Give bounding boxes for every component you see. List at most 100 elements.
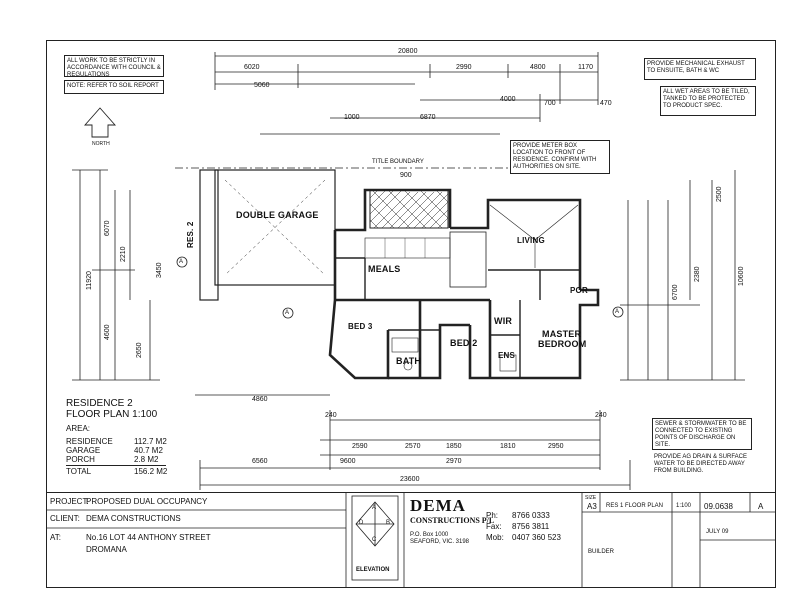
dim-bottom-e: 2570 (405, 443, 421, 450)
area-row-residence: RESIDENCE 112.7 M2 (66, 437, 176, 446)
note-meter-box: PROVIDE METER BOX LOCATION TO FRONT OF R… (510, 140, 610, 174)
dim-bottom-c: 2970 (446, 458, 462, 465)
elevation-label: ELEVATION (356, 567, 390, 573)
area-value: 40.7 M2 (134, 446, 163, 455)
room-master-line2: BEDROOM (538, 339, 587, 349)
dim-bottom-j: 4860 (252, 396, 268, 403)
builder-label: BUILDER (588, 549, 615, 555)
dim-left-e: 3450 (156, 262, 163, 278)
dim-top-g: 700 (544, 100, 556, 107)
sheet-border (46, 40, 776, 588)
dim-top-j: 6870 (420, 114, 436, 121)
company-address: P.O. Box 1000 SEAFORD, VIC. 3198 (410, 532, 470, 545)
sheet-size: A3 (587, 502, 597, 511)
area-label: GARAGE (66, 446, 101, 455)
dim-left-a: 11920 (86, 271, 93, 290)
project-label: PROJECT: (50, 497, 89, 506)
dim-top-f: 4000 (500, 96, 516, 103)
compass-d: D (359, 520, 364, 526)
dim-bottom-i-1: 240 (325, 412, 337, 419)
drawing-name: RES 1 FLOOR PLAN (606, 503, 664, 509)
compass-c: C (372, 537, 377, 543)
area-heading: AREA: (66, 424, 91, 433)
sheet-size-label: SIZE (585, 495, 597, 501)
room-double-garage: DOUBLE GARAGE (236, 210, 319, 220)
section-marker-a-right: A (615, 309, 620, 315)
room-bath: BATH (396, 356, 422, 366)
dim-right-c: 2380 (694, 266, 701, 282)
area-row-total: TOTAL 156.2 M2 (66, 467, 176, 476)
compass-a: A (372, 505, 377, 511)
title-block (46, 492, 776, 588)
dim-bottom-d: 2590 (352, 443, 368, 450)
room-wir: WIR (494, 316, 513, 326)
dim-right-d: 6700 (672, 284, 679, 300)
at-label: AT: (50, 533, 61, 542)
dim-top-e: 5060 (254, 82, 270, 89)
north-label: NORTH (92, 141, 110, 147)
fax-label: Fax: (486, 522, 502, 531)
area-divider (66, 465, 166, 466)
note-ag-drain: PROVIDE AG DRAIN & SURFACE WATER TO BE D… (652, 452, 752, 482)
dim-left-d: 2210 (120, 246, 127, 262)
dim-left-c: 4600 (104, 324, 111, 340)
room-meals: MEALS (368, 264, 401, 274)
client-label: CLIENT: (50, 514, 80, 523)
note-top-left: ALL WORK TO BE STRICTLY IN ACCORDANCE WI… (64, 55, 164, 78)
dim-top-overall: 20800 (398, 48, 418, 55)
area-row-porch: PORCH 2.8 M2 (66, 455, 176, 464)
dim-bottom-h: 2950 (548, 443, 564, 450)
phone-label: Ph: (486, 511, 499, 520)
dim-top-d: 1170 (578, 64, 594, 71)
section-marker-a-left: A (179, 259, 184, 265)
dim-bottom-f: 1850 (446, 443, 462, 450)
dim-bottom-overall: 23600 (400, 476, 420, 483)
dim-left-f: 2650 (136, 342, 143, 358)
title-boundary-label: TITLE BOUNDARY (372, 159, 424, 165)
drawing-title-line1: RESIDENCE 2 (66, 398, 133, 409)
dim-bottom-a: 6560 (252, 458, 268, 465)
client-value: DEMA CONSTRUCTIONS (86, 514, 181, 523)
room-master-line1: MASTER (542, 329, 582, 339)
address-line1: No.16 LOT 44 ANTHONY STREET (86, 533, 211, 542)
note-wet-areas: ALL WET AREAS TO BE TILED, TANKED TO BE … (660, 86, 756, 116)
room-living: LIVING (517, 236, 545, 245)
area-value: 156.2 M2 (134, 467, 168, 476)
job-number: 09.0638 (704, 502, 733, 511)
res-2-label: RES. 2 (186, 221, 195, 248)
dim-top-i: 1000 (344, 114, 360, 121)
scale-value: 1:100 (676, 503, 692, 509)
area-label: PORCH (66, 455, 95, 464)
company-name: DEMA (410, 496, 466, 515)
date-value: JULY 09 (706, 529, 729, 535)
dim-top-h: 470 (600, 100, 612, 107)
mobile-value: 0407 360 523 (512, 533, 561, 542)
dim-right-a: 2500 (716, 186, 723, 202)
compass-b: B (386, 520, 391, 526)
area-value: 112.7 M2 (134, 437, 167, 446)
dim-bottom-g: 1810 (500, 443, 516, 450)
room-bed-2: BED 2 (450, 338, 478, 348)
dim-top-c: 4800 (530, 64, 546, 71)
phone-value: 8766 0333 (512, 511, 550, 520)
note-mechanical-exhaust: PROVIDE MECHANICAL EXHAUST TO ENSUITE, B… (644, 58, 756, 80)
room-porch: POR (570, 286, 588, 295)
area-label: RESIDENCE (66, 437, 113, 446)
company-subname: CONSTRUCTIONS P/L (410, 516, 495, 525)
dim-mid-a: 900 (400, 172, 412, 179)
note-soil: NOTE: REFER TO SOIL REPORT (64, 80, 164, 94)
dim-left-b: 6070 (104, 220, 111, 236)
dim-bottom-i-2: 240 (595, 412, 607, 419)
fax-value: 8756 3811 (512, 522, 550, 531)
dim-right-b: 10600 (738, 266, 745, 286)
revision: A (758, 502, 764, 511)
note-stormwater: SEWER & STORMWATER TO BE CONNECTED TO EX… (652, 418, 752, 450)
room-ens: ENS (498, 351, 516, 360)
address-line2: DROMANA (86, 545, 127, 554)
area-label: TOTAL (66, 467, 92, 476)
dim-top-b: 2990 (456, 64, 472, 71)
area-value: 2.8 M2 (134, 455, 159, 464)
dim-top-a: 6020 (244, 64, 260, 71)
